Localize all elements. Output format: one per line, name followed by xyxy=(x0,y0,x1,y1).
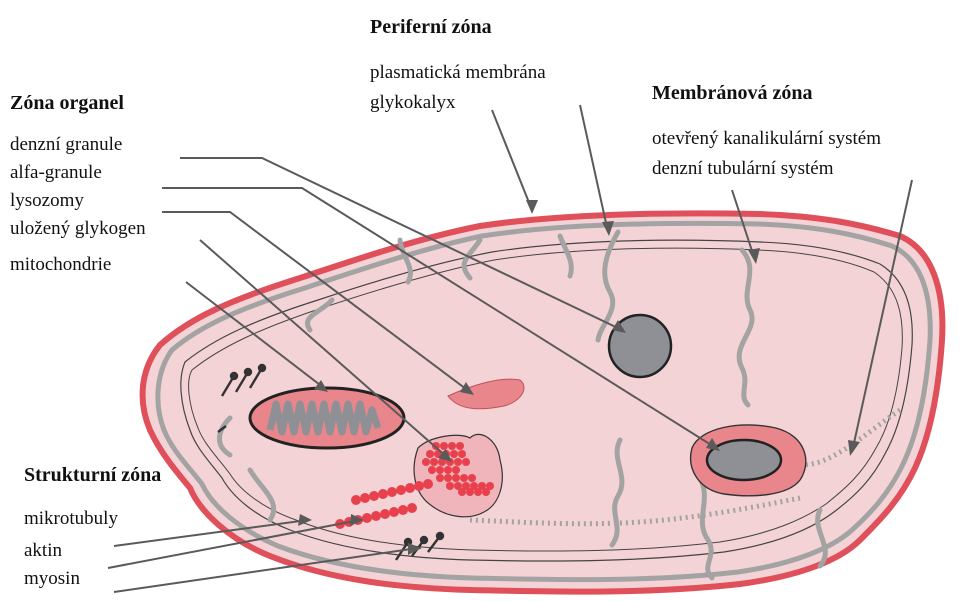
mitochondrion-label: mitochondrie xyxy=(10,254,111,276)
glycogen-particle xyxy=(440,442,448,450)
actin-bead xyxy=(378,489,388,499)
actin-bead xyxy=(423,479,433,489)
leader-glycocalyx xyxy=(492,110,532,210)
lysosome-label: lysozomy xyxy=(10,190,84,212)
glycogen-particle xyxy=(468,474,476,482)
glycogen-particle xyxy=(456,442,464,450)
glycogen-particle xyxy=(454,458,462,466)
dense-tubular-label: denzní tubulární systém xyxy=(652,158,834,180)
plasma-membrane-label: plasmatická membrána xyxy=(370,62,546,84)
glycogen-particle xyxy=(444,466,452,474)
actin-bead xyxy=(371,511,381,521)
glycogen-particle xyxy=(436,466,444,474)
actin-label: aktin xyxy=(24,540,62,562)
actin-bead xyxy=(405,483,415,493)
glycogen-particle xyxy=(474,488,482,496)
actin-bead xyxy=(414,481,424,491)
glycogen-particle xyxy=(450,450,458,458)
actin-bead xyxy=(396,485,406,495)
glycogen-label: uložený glykogen xyxy=(10,218,146,240)
glycogen-particle xyxy=(458,450,466,458)
actin-bead xyxy=(389,507,399,517)
glycocalyx-label: glykokalyx xyxy=(370,92,456,114)
actin-bead xyxy=(380,509,390,519)
glycogen-particle xyxy=(460,474,468,482)
glycogen-particle xyxy=(436,474,444,482)
glycogen-particle xyxy=(458,488,466,496)
glycogen-particle xyxy=(466,488,474,496)
glycogen-particle xyxy=(452,466,460,474)
microtubules-label: mikrotubuly xyxy=(24,508,118,530)
structural-zone-title: Strukturní zóna xyxy=(24,464,161,487)
glycogen-particle xyxy=(430,458,438,466)
glycogen-particle xyxy=(452,474,460,482)
actin-bead xyxy=(398,505,408,515)
peripheral-zone-title: Periferní zóna xyxy=(370,16,492,39)
glycogen-particle xyxy=(428,466,436,474)
actin-bead xyxy=(351,495,361,505)
organelle-zone-title: Zóna organel xyxy=(10,92,124,115)
myosin-label: myosin xyxy=(24,568,80,590)
dense-granule-label: denzní granule xyxy=(10,134,122,156)
glycogen-particle xyxy=(444,474,452,482)
membrane-zone-title: Membránová zóna xyxy=(652,82,813,105)
glycogen-particle xyxy=(422,458,430,466)
glycogen-particle xyxy=(482,488,490,496)
actin-bead xyxy=(362,513,372,523)
actin-bead xyxy=(360,493,370,503)
actin-bead xyxy=(369,491,379,501)
actin-bead xyxy=(407,503,417,513)
mitochondrion xyxy=(250,388,404,448)
glycogen-particle xyxy=(462,458,470,466)
glycogen-particle xyxy=(446,482,454,490)
alpha-granule-label: alfa-granule xyxy=(10,162,102,184)
open-canalicular-label: otevřený kanalikulární systém xyxy=(652,128,881,150)
glycogen-particle xyxy=(426,450,434,458)
glycogen-particle xyxy=(448,442,456,450)
actin-bead xyxy=(387,487,397,497)
alpha-granule xyxy=(691,425,806,496)
